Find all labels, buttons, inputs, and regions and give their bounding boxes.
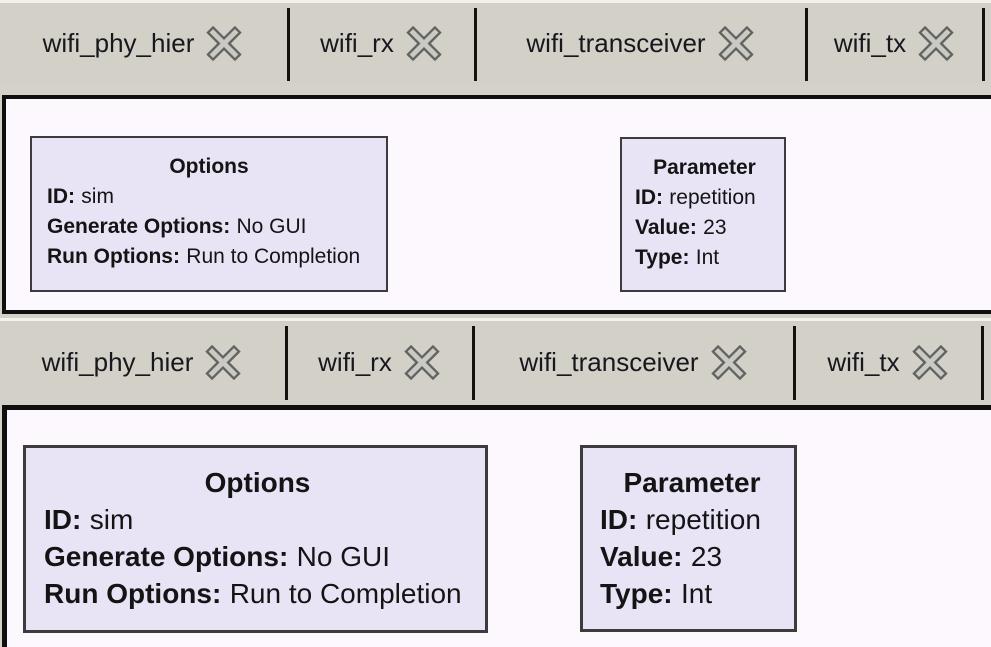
field-label: Generate Options: [44,541,289,572]
parameter-block[interactable]: Parameter ID:repetition Value:23 Type: In… [580,445,797,632]
options-block[interactable]: Options ID:sim Generate Options:No GUI R… [23,445,488,633]
block-field-row: ID:repetition [600,501,784,538]
tab-wifi-transceiver[interactable]: wifi_transceiver [475,321,793,403]
tab-label: wifi_phy_hier [42,28,195,58]
field-value: 23 [703,216,727,239]
field-label: ID: [44,504,82,535]
block-title: Options [169,155,249,178]
block-title: Parameter [623,467,761,498]
tab-wifi-phy-hier[interactable]: wifi_phy_hier [0,321,285,403]
tab-separator [472,326,475,400]
tab-separator [287,8,290,81]
close-icon[interactable] [402,344,442,380]
tab-separator [474,8,477,81]
block-field-row: Generate Options:No GUI [44,538,471,575]
tab-separator [805,8,808,81]
tab-wifi-tx[interactable]: wifi_tx [796,321,981,403]
close-icon[interactable] [716,26,756,61]
field-value: repetition [669,186,756,209]
tab-separator [981,326,984,400]
field-label: Generate Options: [47,215,231,238]
field-value: No GUI [296,541,391,572]
block-field-row: Type: Int [600,575,784,612]
tab-separator [982,8,985,81]
block-field-row: Run Options: Run to Completion [47,242,371,272]
tab-bar: wifi_phy_hier wifi_rx wifi_transceiver w… [0,318,991,403]
field-value: Int [695,246,720,269]
flowgraph-canvas[interactable]: Options ID:sim Generate Options:No GUI R… [2,405,991,647]
block-field-row: ID: repetition [635,183,774,213]
close-icon[interactable] [916,26,956,61]
field-label: Value: [635,216,697,239]
parameter-block[interactable]: Parameter ID: repetition Value: 23 Type:In… [620,137,786,292]
block-field-row: Type:Int [635,243,774,273]
block-title: Options [204,467,311,498]
field-label: Type: [635,246,690,269]
tab-wifi-phy-hier[interactable]: wifi_phy_hier [0,3,287,84]
field-label: Run Options: [44,578,222,609]
field-value: Int [681,578,713,609]
close-icon[interactable] [709,344,749,380]
close-icon[interactable] [204,26,244,61]
block-field-row: Value: 23 [635,213,774,243]
block-field-row: ID: sim [47,182,371,212]
field-value: sim [89,504,134,535]
tab-wifi-rx[interactable]: wifi_rx [290,3,474,84]
tab-wifi-rx[interactable]: wifi_rx [288,321,472,403]
tab-label: wifi_rx [318,346,392,377]
tab-wifi-transceiver[interactable]: wifi_transceiver [477,3,805,84]
field-label: Value: [600,541,683,572]
block-field-row: Value:23 [600,538,784,575]
field-value: 23 [690,541,723,572]
field-label: ID: [47,185,75,208]
tab-separator [285,326,288,400]
options-block[interactable]: Options ID: sim Generate Options:No GUI R… [30,136,388,292]
field-label: ID: [600,504,638,535]
close-icon[interactable] [404,26,444,61]
tab-separator [793,326,796,400]
field-value: repetition [645,504,761,535]
close-icon[interactable] [203,344,243,380]
tab-label: wifi_tx [833,28,907,58]
field-label: Run Options: [47,245,180,268]
field-value: No GUI [236,215,307,238]
flowgraph-canvas[interactable]: Options ID: sim Generate Options:No GUI R… [2,95,991,314]
field-label: ID: [635,186,663,209]
field-value: Run to Completion [229,578,462,609]
tab-bar: wifi_phy_hier wifi_rx wifi_transceiver w… [0,0,991,84]
field-label: Type: [600,578,673,609]
block-field-row: ID:sim [44,501,471,538]
tab-wifi-tx[interactable]: wifi_tx [808,3,982,84]
tab-label: wifi_transceiver [526,28,706,58]
block-field-row: Generate Options:No GUI [47,212,371,242]
block-field-row: Run Options:Run to Completion [44,575,471,612]
tab-label: wifi_tx [827,346,900,377]
field-value: sim [81,185,114,208]
close-icon[interactable] [910,344,950,380]
block-title: Parameter [653,156,756,179]
field-value: Run to Completion [186,245,361,268]
tab-label: wifi_phy_hier [41,346,194,377]
tab-label: wifi_rx [320,28,394,58]
tab-label: wifi_transceiver [519,346,699,377]
